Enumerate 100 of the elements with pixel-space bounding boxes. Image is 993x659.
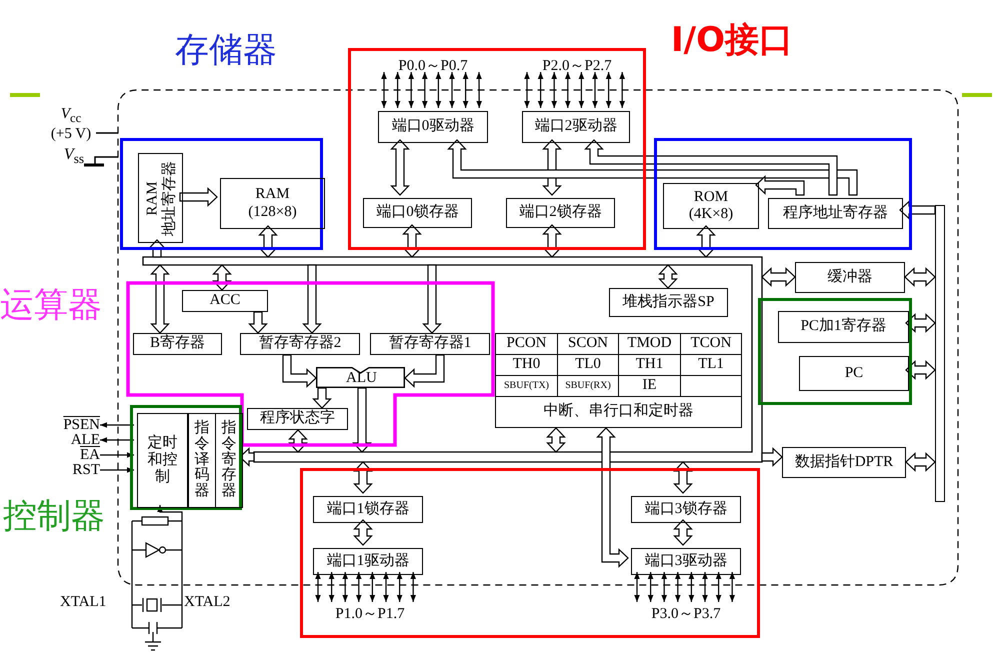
signal-arrow [100,437,134,443]
register-box: ACC [182,290,268,312]
pin-arrow [538,72,544,108]
alu-label: ALU [346,370,377,386]
bus-arrow [755,175,805,196]
bus-arrow [352,387,372,453]
pin-arrow [606,72,612,108]
bus-arrow [302,264,322,334]
bus-arrow [761,447,783,467]
bus-arrow [422,264,442,334]
pin-arrow [315,572,321,602]
bus-arrow [546,427,566,453]
register-box: 端口3锁存器 [631,496,741,523]
pin-label: V$_{cc}$ (+5 V) [50,106,92,142]
pin-label: P3.0～P3.7 [631,605,741,623]
register-box: 端口3驱动器 [631,548,741,575]
pin-label: XTAL2 [184,594,232,610]
bus-arrow [288,429,308,453]
bus-arrow [353,461,373,494]
pin-arrow [716,572,722,602]
register-box: 程序地址寄存器 [768,198,903,229]
register-box: 端口2锁存器 [506,198,615,228]
signal-arrow [100,452,134,458]
pin-arrow [619,72,626,108]
pin-arrow [410,572,416,602]
pin-arrow [592,72,598,108]
pin-arrow [396,572,402,602]
register-box: 端口1锁存器 [313,496,423,523]
pin-arrow [661,572,668,602]
pin-arrow [422,72,428,108]
bus-arrow [447,139,858,196]
pin-label: PSEN [40,417,100,433]
bus-arrow [390,139,410,196]
pin-arrow [476,72,482,108]
group-frame [758,298,912,405]
pin-arrow [462,72,468,108]
bus-arrow [248,311,268,334]
register-box: 堆栈指示器SP [609,288,728,317]
pin-arrow [648,572,654,602]
register-box: 指令寄存器 [215,413,243,508]
bus-arrow [584,139,838,196]
register-box: 缓冲器 [795,262,905,293]
pin-arrow [674,572,681,602]
pin-arrow [564,72,571,108]
pin-label: ALE [40,432,100,448]
pin-label: P2.0～P2.7 [520,57,634,75]
pin-arrow [702,572,708,602]
pin-arrow [383,572,389,602]
bus-arrow [899,200,936,220]
register-box: RAM 地址寄存器 [138,153,183,243]
bus-arrow [904,267,936,287]
bus-arrow [542,224,562,258]
register-box: 端口2驱动器 [522,111,630,143]
pin-label: EA [40,447,100,463]
bus-arrow [212,264,232,291]
signal-arrow [157,505,183,521]
bus-arrow [353,519,373,546]
register-box: B寄存器 [133,333,222,355]
pin-arrow [394,72,400,108]
pin-arrow [551,72,558,108]
pin-arrow [342,572,348,602]
register-box: 指令译码器 [188,413,216,508]
group-heading: 控制器 [3,499,105,533]
register-box: 端口1驱动器 [313,548,423,575]
register-box: 程序状态字 [247,408,348,430]
group-heading: 存储器 [175,33,277,67]
register-box: PC [799,356,909,391]
bus-arrow [179,187,218,207]
pin-arrow [381,72,387,108]
bus-arrow [696,225,716,258]
register-box: PC加1寄存器 [778,311,909,343]
bus-arrow [658,264,678,289]
pin-arrow [688,572,694,602]
signal-arrow [100,422,134,428]
pin-label: V$_{ss}$ [62,146,86,167]
table-cell: PCON [495,333,558,355]
bus-arrow [905,452,936,472]
group-heading: 运算器 [0,288,102,322]
pin-label: XTAL1 [60,594,108,610]
bus-arrow [258,225,278,258]
table-cell: 中断、串行口和定时器 [495,396,742,428]
pin-arrow [524,72,530,108]
pin-arrow [449,72,455,108]
bus-arrow [404,354,445,388]
pin-arrow [328,572,334,602]
group-frame [300,468,760,638]
register-box: 端口0驱动器 [378,111,488,143]
bus-arrow [150,264,170,334]
pin-label: P1.0～P1.7 [315,605,425,623]
bus-bar [935,205,945,502]
bus-arrow [905,360,936,380]
pin-label: RST [40,462,100,478]
register-box: 暂存寄存器2 [240,333,360,355]
bus-arrow [402,224,422,258]
register-box: 端口0锁存器 [363,198,472,228]
pin-arrow [370,572,376,602]
bus-arrow [282,354,317,388]
table-cell: TCON [680,333,742,355]
pin-arrow [634,572,640,602]
pin-arrow [408,72,414,108]
